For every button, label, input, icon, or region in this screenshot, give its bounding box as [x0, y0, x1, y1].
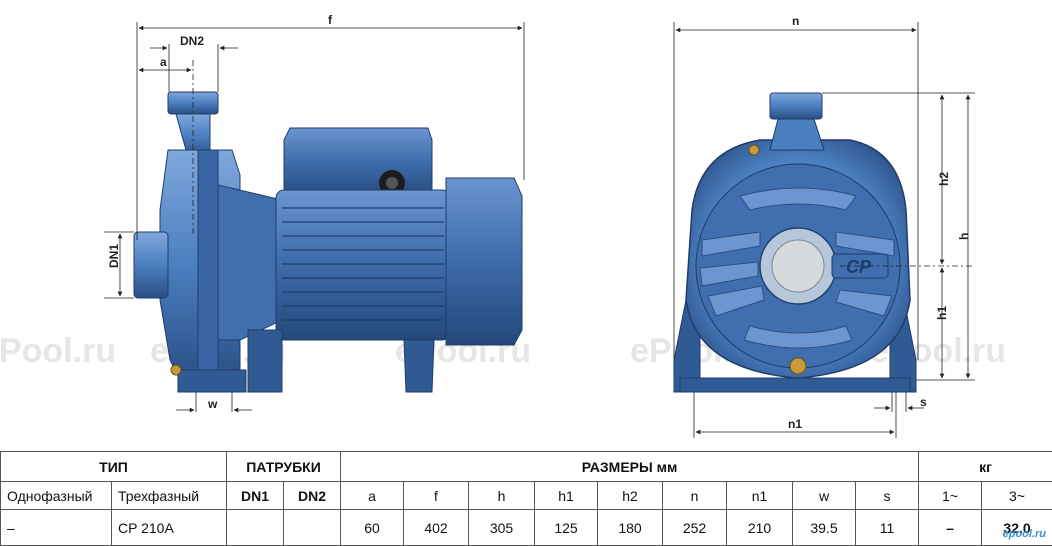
col-three-phase: Трехфазный	[111, 481, 227, 510]
dim-label-n1: n1	[788, 417, 802, 431]
dim-label-a: a	[160, 55, 167, 69]
col-single-phase: Однофазный	[0, 481, 112, 510]
cell-three-phase: CP 210A	[111, 509, 227, 546]
col-h1: h1	[534, 481, 598, 510]
col-n: n	[662, 481, 727, 510]
watermark-1: ePool.ru	[0, 332, 116, 370]
dim-label-n: n	[792, 14, 799, 28]
pump-badge: CP	[846, 257, 872, 277]
site-logo[interactable]: epool.ru	[1002, 528, 1046, 540]
cell-s: 11	[854, 509, 920, 546]
cell-f: 402	[403, 509, 469, 546]
col-weight-3: 3~	[981, 481, 1052, 510]
pump-side-view	[133, 91, 523, 393]
cell-h2: 180	[597, 509, 663, 546]
header-ports: ПАТРУБКИ	[226, 451, 341, 482]
table-sub-header-row: Однофазный Трехфазный DN1 DN2 a f h h1 h…	[0, 481, 1052, 510]
cell-a: 60	[340, 509, 404, 546]
front-dimensions	[673, 22, 975, 438]
dim-label-dn1: DN1	[107, 244, 121, 268]
col-w: w	[792, 481, 856, 510]
col-dn1: DN1	[226, 481, 284, 510]
dim-label-dn2: DN2	[180, 34, 204, 48]
header-dimensions: РАЗМЕРЫ мм	[339, 451, 920, 482]
cell-weight-1: –	[918, 509, 983, 546]
table-group-header-row: ТИП ПАТРУБКИ РАЗМЕРЫ мм кг	[0, 451, 1052, 482]
cell-single-phase: –	[0, 509, 112, 546]
dim-label-s: s	[920, 395, 927, 409]
cell-dn2	[283, 509, 341, 546]
cell-h1: 125	[534, 509, 598, 546]
header-weight: кг	[918, 451, 1052, 482]
col-weight-1: 1~	[918, 481, 983, 510]
col-a: a	[340, 481, 404, 510]
dim-label-h2: h2	[937, 172, 951, 186]
cell-weight-3: 32.0	[981, 509, 1052, 546]
spec-table: ТИП ПАТРУБКИ РАЗМЕРЫ мм кг Однофазный Тр…	[0, 451, 1052, 546]
pump-front-view: CP	[673, 92, 917, 393]
cell-n: 252	[662, 509, 727, 546]
cell-dn1	[226, 509, 284, 546]
cell-h: 305	[468, 509, 535, 546]
dim-label-w: w	[207, 397, 218, 411]
col-s: s	[854, 481, 920, 510]
col-n1: n1	[726, 481, 793, 510]
col-dn2: DN2	[283, 481, 341, 510]
cell-w: 39.5	[792, 509, 856, 546]
header-type: ТИП	[0, 451, 227, 482]
col-h2: h2	[597, 481, 663, 510]
dim-label-h1: h1	[935, 306, 949, 320]
col-f: f	[403, 481, 469, 510]
col-h: h	[468, 481, 535, 510]
pump-technical-drawing: ePool.ru ePool.ru ePool.ru ePool.ru ePoo…	[0, 13, 1006, 438]
cell-n1: 210	[726, 509, 793, 546]
dim-label-f: f	[328, 13, 333, 27]
dim-label-h: h	[957, 233, 971, 240]
side-dimensions	[104, 22, 525, 413]
table-row: – CP 210A 60 402 305 125 180 252 210 39.…	[0, 509, 1052, 546]
